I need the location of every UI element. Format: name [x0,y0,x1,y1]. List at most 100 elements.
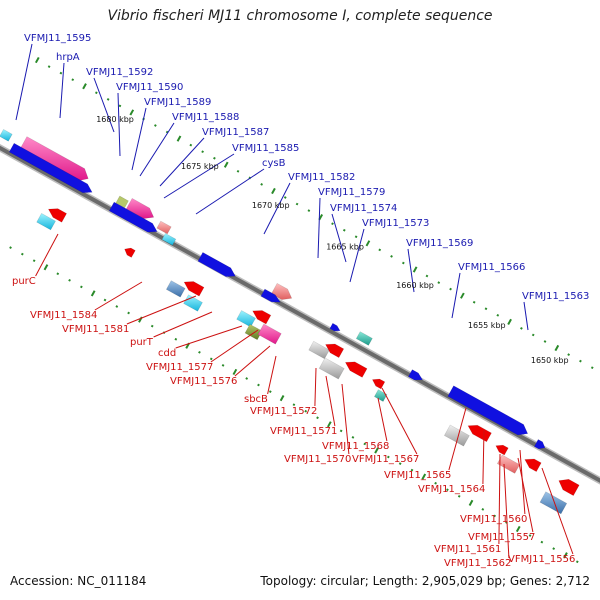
scale-tick [68,278,71,282]
scale-tick [295,202,299,206]
gene-feature [47,208,68,223]
gene-label-reverse: VFMJ11_1577 [146,362,213,373]
scale-tick [279,395,285,402]
gene-label-reverse: cdd [158,348,176,359]
gene-label-forward: VFMJ11_1573 [362,218,429,229]
gene-label-forward: VFMJ11_1590 [116,82,183,93]
scale-tick [496,313,500,317]
gene-feature [270,282,293,300]
gene-label-forward: VFMJ11_1566 [458,262,525,273]
label-leader-line [263,182,291,235]
gene-label-forward: VFMJ11_1589 [144,97,211,108]
gene-feature [115,195,129,209]
scale-tick [129,109,135,116]
gene-feature [558,478,580,496]
scale-tick [316,416,319,420]
gene-label-forward: VFMJ11_1585 [232,143,299,154]
gene-feature [0,128,13,142]
label-leader-line [94,281,143,311]
scale-tick [257,383,260,387]
gene-label-reverse: VFMJ11_1557 [468,532,535,543]
scale-tick [94,91,98,95]
gene-label-forward: VFMJ11_1579 [318,187,385,198]
scale-tick [150,324,154,328]
sequence-summary-text: Topology: circular; Length: 2,905,029 bp… [260,574,590,588]
scale-tick [579,359,582,363]
gene-feature [355,331,373,346]
gene-label-reverse: VFMJ11_1562 [444,558,511,569]
scale-tick [47,65,51,68]
scale-tick [472,300,476,304]
gene-feature [308,340,330,360]
kbp-tick-label: 1670 kbp [252,201,290,210]
gene-label-reverse: VFMJ11_1556 [508,554,575,565]
gene-label-reverse: VFMJ11_1570 [284,454,351,465]
gene-label-forward: VFMJ11_1588 [172,112,239,123]
label-leader-line [523,301,529,331]
gene-label-reverse: VFMJ11_1571 [270,426,337,437]
gene-label-reverse: sbcB [244,394,268,405]
scale-tick [118,104,122,108]
scale-tick [398,462,402,465]
scale-tick [56,272,60,276]
scale-tick [552,547,556,551]
scale-tick [223,161,229,168]
scale-tick [401,261,405,265]
scale-tick [449,287,452,291]
scale-tick [198,350,201,354]
label-leader-line [159,137,205,187]
scale-tick [563,552,568,559]
label-leader-line [175,325,243,349]
scale-tick [213,156,216,160]
label-leader-line [267,355,277,395]
gene-label-reverse: VFMJ11_1584 [30,310,97,321]
scale-tick [434,481,437,485]
gene-feature [524,458,542,473]
label-leader-line [448,407,467,471]
kbp-tick-label: 1680 kbp [96,115,134,124]
gene-feature [318,357,345,380]
gene-feature [197,252,236,277]
gene-label-reverse: VFMJ11_1576 [170,376,237,387]
scale-tick [127,311,130,315]
scale-tick [425,274,429,278]
label-leader-line [381,387,418,455]
scale-tick [531,333,535,337]
scale-tick [71,78,75,82]
gene-label-forward: VFMJ11_1595 [24,33,91,44]
scale-tick [481,508,485,511]
label-leader-line [331,213,347,263]
gene-label-reverse: VFMJ11_1565 [384,470,451,481]
scale-tick [209,357,213,361]
gene-feature [19,136,89,182]
scale-tick [342,228,346,232]
scale-tick [493,514,496,518]
scale-tick [201,150,204,154]
gene-label-reverse: VFMJ11_1581 [62,324,129,335]
scale-tick [32,259,36,263]
gene-feature [124,247,136,258]
gene-feature [125,197,155,219]
scale-tick [245,377,249,380]
scale-tick [232,368,238,376]
gene-label-reverse: VFMJ11_1564 [418,484,485,495]
label-leader-line [59,62,65,119]
scale-tick [82,83,87,90]
gene-feature [495,444,509,456]
scale-tick [154,124,157,127]
label-leader-line [517,457,534,533]
gene-feature [344,361,368,378]
label-leader-line [35,233,59,277]
scale-tick [446,488,449,492]
label-leader-line [407,248,415,293]
scale-tick [567,353,571,356]
gene-label-reverse: VFMJ11_1572 [250,406,317,417]
scale-tick [354,235,358,239]
scale-tick [421,473,427,480]
gene-feature [183,281,205,297]
label-leader-line [377,397,388,442]
scale-tick [20,252,24,256]
scale-tick [103,298,107,302]
scale-tick [540,540,544,544]
scale-tick [221,364,225,367]
